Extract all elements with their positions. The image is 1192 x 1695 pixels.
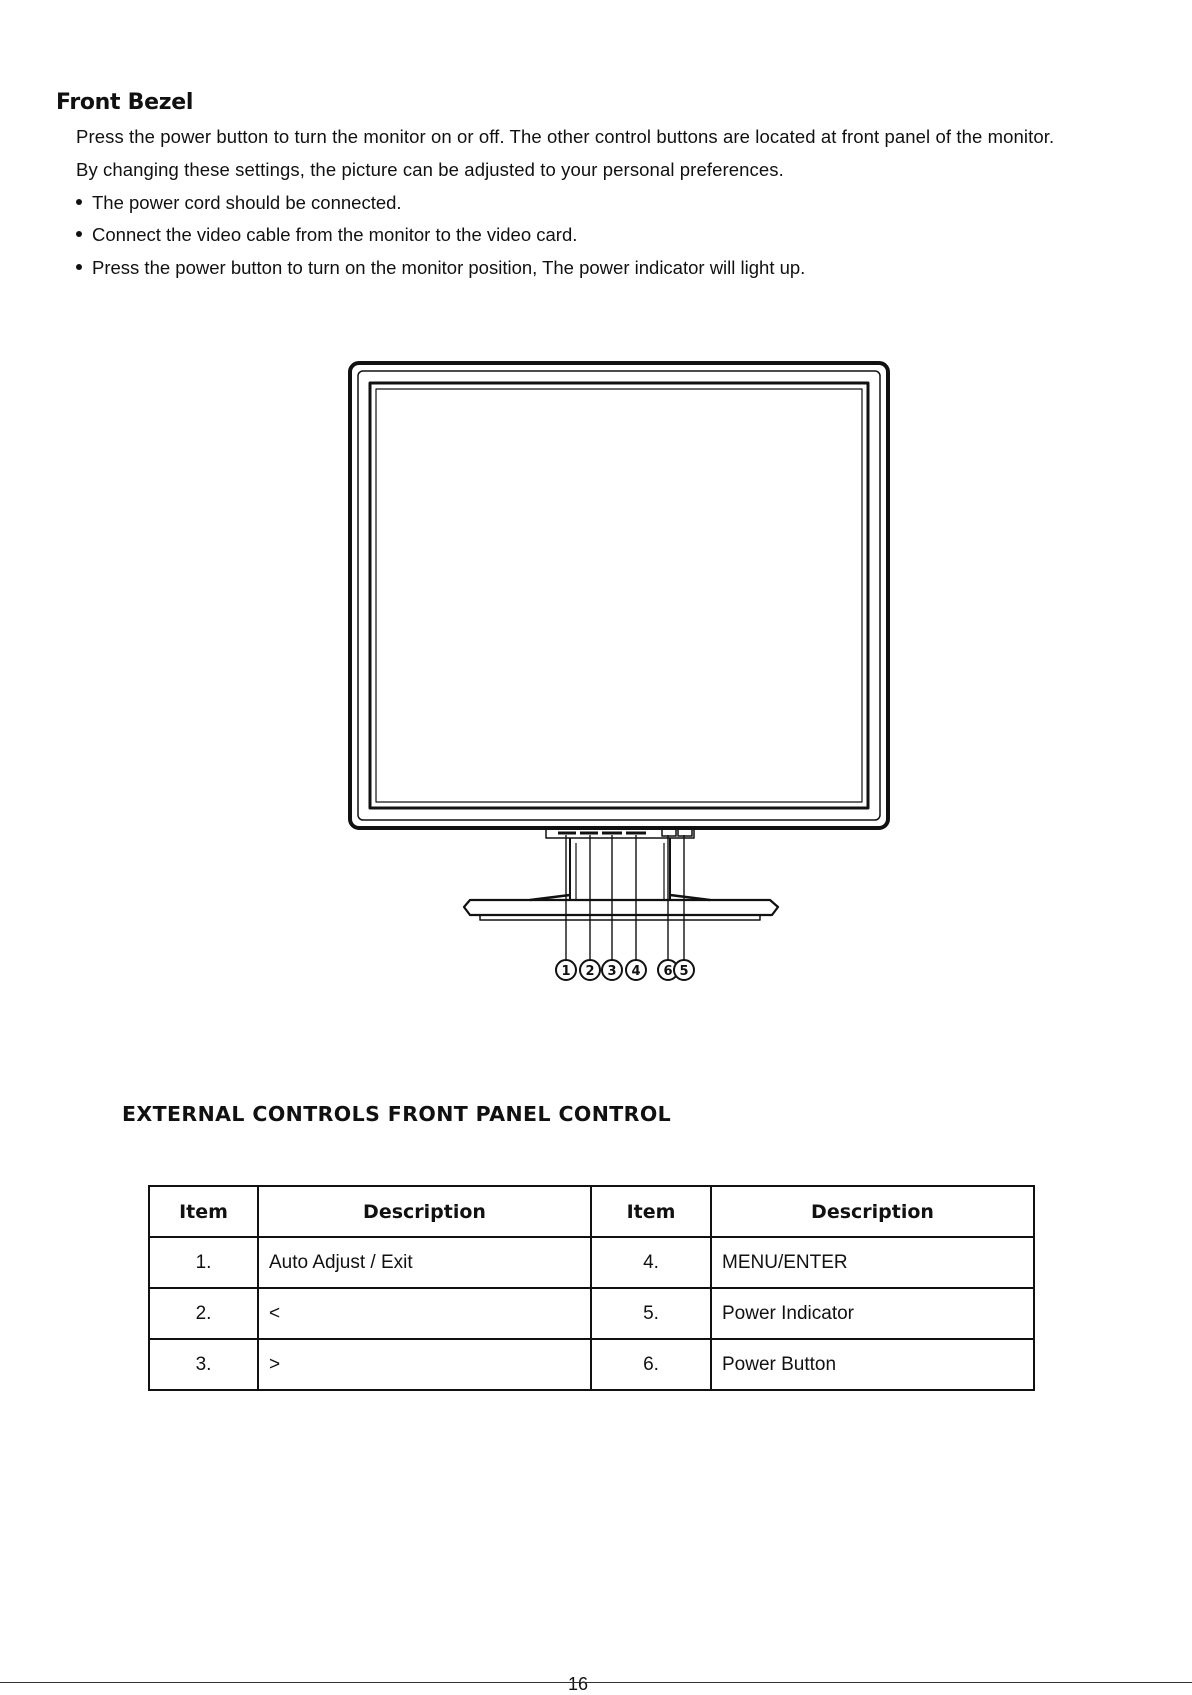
callout-label: 6: [663, 964, 672, 979]
item-description: Auto Adjust / Exit: [257, 1236, 592, 1289]
intro-paragraph-2: By changing these settings, the picture …: [76, 159, 784, 180]
callout-4: 4: [625, 959, 647, 981]
bullet-item: Press the power button to turn on the mo…: [76, 257, 805, 279]
button-strip: [545, 827, 695, 839]
item-number: 3.: [148, 1338, 259, 1391]
table-row: 3. > 6. Power Button: [148, 1338, 1035, 1391]
footer-divider: [0, 1682, 1192, 1683]
monitor-front-illustration: 1 2 3 4 6 5: [348, 361, 890, 981]
bullet-text: The power cord should be connected.: [92, 192, 402, 213]
callout-label: 3: [607, 964, 616, 979]
callout-3: 3: [601, 959, 623, 981]
callout-1: 1: [555, 959, 577, 981]
bezel-outer: [348, 361, 890, 830]
header-description: Description: [710, 1185, 1035, 1238]
callout-label: 5: [679, 964, 688, 979]
item-description: Power Button: [710, 1338, 1035, 1391]
bullet-item: Connect the video cable from the monitor…: [76, 224, 577, 246]
table-header-row: Item Description Item Description: [148, 1185, 1035, 1238]
bezel-inner: [357, 370, 881, 821]
item-number: 2.: [148, 1287, 259, 1340]
item-number: 4.: [590, 1236, 712, 1289]
screen-outline: [368, 381, 870, 810]
item-description: MENU/ENTER: [710, 1236, 1035, 1289]
bullet-dot-icon: [76, 199, 82, 206]
item-number: 1.: [148, 1236, 259, 1289]
bullet-item: The power cord should be connected.: [76, 192, 402, 214]
header-description: Description: [257, 1185, 592, 1238]
bullet-dot-icon: [76, 231, 82, 238]
callout-label: 2: [585, 964, 594, 979]
item-number: 6.: [590, 1338, 712, 1391]
item-description: >: [257, 1338, 592, 1391]
stand-base: [462, 898, 780, 917]
callout-2: 2: [579, 959, 601, 981]
item-description: <: [257, 1287, 592, 1340]
intro-paragraph-1: Press the power button to turn the monit…: [76, 126, 1055, 147]
header-item: Item: [148, 1185, 259, 1238]
table-row: 2. < 5. Power Indicator: [148, 1287, 1035, 1340]
controls-table: Item Description Item Description 1. Aut…: [148, 1185, 1035, 1391]
bullet-dot-icon: [76, 264, 82, 271]
page-heading: Front Bezel: [56, 90, 194, 115]
section-title: EXTERNAL CONTROLS FRONT PANEL CONTROL: [122, 1102, 672, 1126]
bullet-text: Press the power button to turn on the mo…: [92, 257, 806, 278]
bullet-text: Connect the video cable from the monitor…: [92, 224, 578, 245]
screen-inner: [375, 388, 863, 803]
callout-5: 5: [673, 959, 695, 981]
header-item: Item: [590, 1185, 712, 1238]
callout-label: 4: [631, 964, 640, 979]
table-row: 1. Auto Adjust / Exit 4. MENU/ENTER: [148, 1236, 1035, 1289]
callout-label: 1: [561, 964, 570, 979]
item-description: Power Indicator: [710, 1287, 1035, 1340]
item-number: 5.: [590, 1287, 712, 1340]
